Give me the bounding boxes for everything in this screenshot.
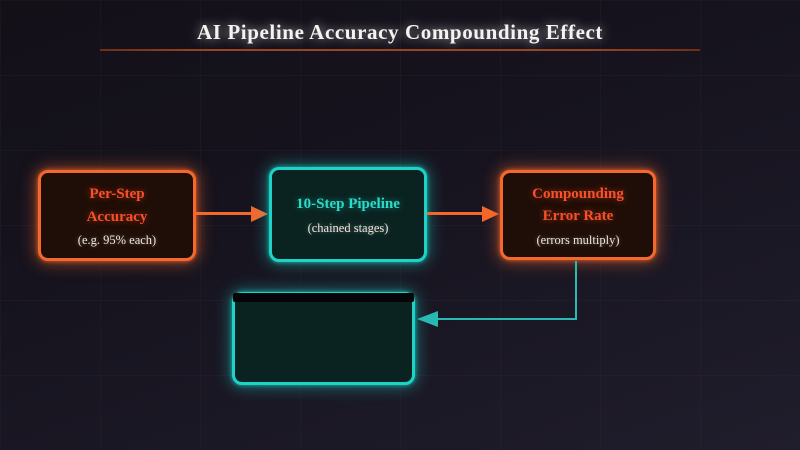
redaction-bar [233, 293, 414, 302]
node-result-box [232, 292, 415, 385]
arrow-line [427, 212, 483, 215]
arrow-line-vertical [575, 261, 577, 318]
arrow-head [251, 206, 268, 222]
node-per-step-accuracy: Per-Step Accuracy (e.g. 95% each) [38, 170, 196, 261]
arrow-head [417, 311, 438, 327]
node-title: Per-Step Accuracy [86, 186, 148, 225]
node-title: 10-Step Pipeline [296, 196, 400, 213]
node-ten-step-pipeline: 10-Step Pipeline (chained stages) [269, 167, 427, 262]
node-subtitle: (e.g. 95% each) [77, 233, 157, 247]
arrow-line [196, 212, 252, 215]
node-compounding-error-rate: Compounding Error Rate (errors multiply) [500, 170, 656, 260]
arrow-line-horizontal [438, 318, 577, 320]
title-underline [100, 49, 700, 51]
node-subtitle: (chained stages) [307, 220, 389, 235]
node-title: Compounding Error Rate [532, 185, 624, 225]
page-title: AI Pipeline Accuracy Compounding Effect [196, 20, 604, 44]
node-subtitle: (errors multiply) [536, 232, 620, 247]
arrow-head [482, 206, 499, 222]
